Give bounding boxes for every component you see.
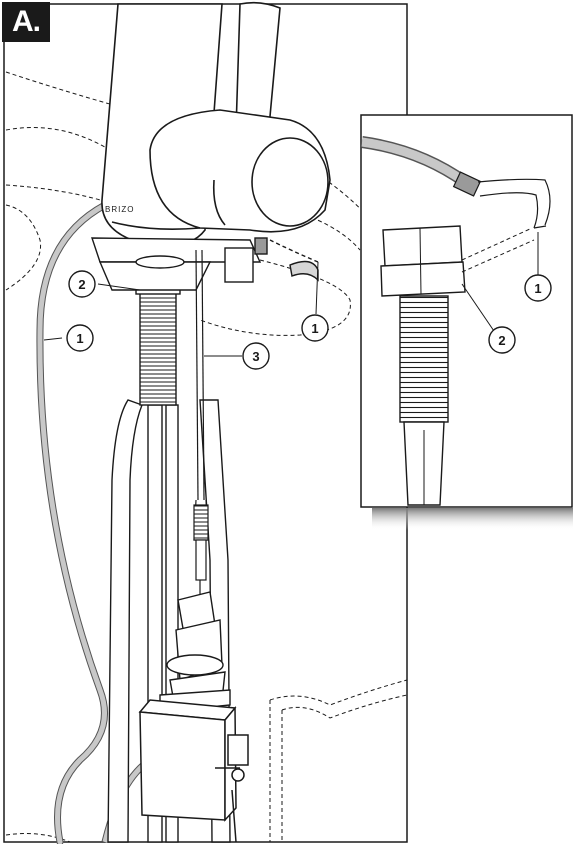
svg-text:1: 1 bbox=[311, 321, 318, 336]
step-label: A. bbox=[2, 2, 50, 42]
main-leaders bbox=[43, 261, 319, 357]
threaded-shank bbox=[135, 281, 181, 406]
valve-assembly bbox=[159, 591, 231, 713]
control-box bbox=[138, 699, 249, 843]
brand-label: BRIZO bbox=[105, 205, 134, 214]
mounting-bracket bbox=[91, 237, 319, 291]
callout-main-3: 3 bbox=[242, 342, 270, 370]
callout-inset-1: 1 bbox=[524, 274, 552, 302]
svg-text:3: 3 bbox=[252, 349, 259, 364]
sensor-cable bbox=[193, 249, 209, 610]
svg-text:1: 1 bbox=[534, 281, 541, 296]
svg-text:2: 2 bbox=[78, 277, 85, 292]
faucet-body bbox=[101, 1, 331, 247]
inset-detail bbox=[360, 114, 573, 508]
inset-shadow bbox=[372, 508, 573, 530]
callout-main-1b: 1 bbox=[301, 314, 329, 342]
callout-main-2: 2 bbox=[68, 270, 96, 298]
callout-inset-2: 2 bbox=[488, 326, 516, 354]
svg-text:2: 2 bbox=[498, 333, 505, 348]
callout-main-1: 1 bbox=[66, 324, 94, 352]
svg-text:1: 1 bbox=[76, 331, 83, 346]
